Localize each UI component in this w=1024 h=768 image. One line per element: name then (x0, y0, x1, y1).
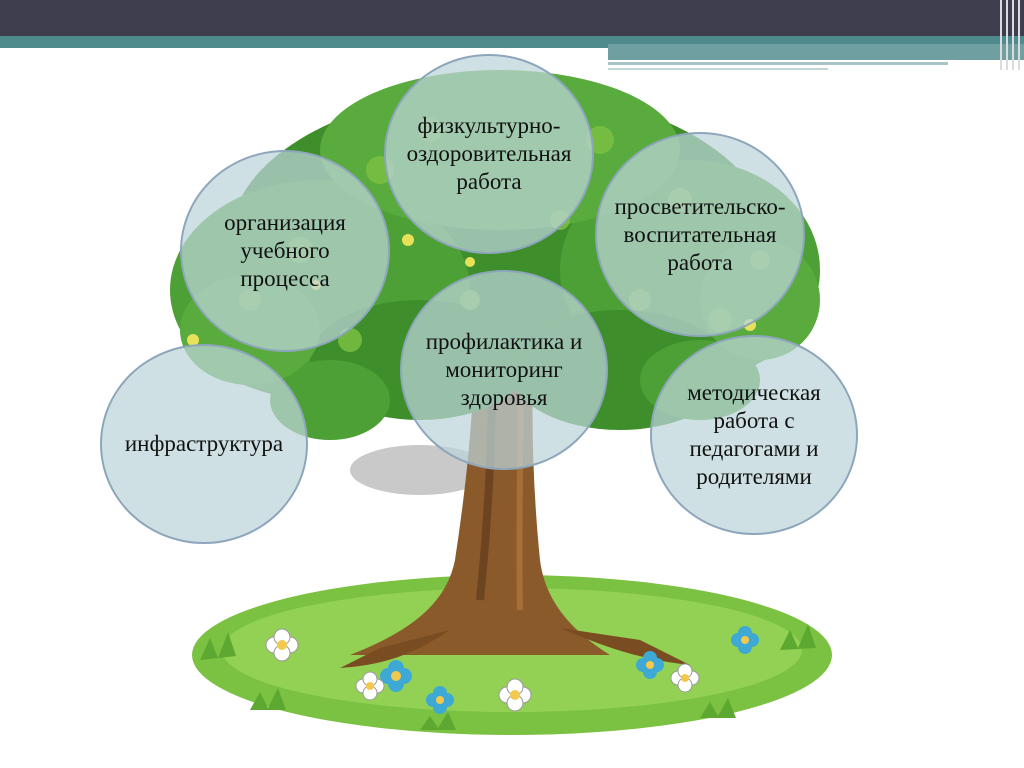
topic-label-methodical: методическая работа с педагогами и родит… (687, 380, 821, 489)
topic-circle-upbringing: просветительско- воспитательная работа (595, 132, 805, 337)
topic-circle-prevention: профилактика и мониторинг здоровья (400, 270, 608, 470)
topic-circle-sport: физкультурно- оздоровительная работа (384, 54, 594, 254)
header-accent-block (608, 44, 1024, 60)
topic-circle-education: организация учебного процесса (180, 150, 390, 352)
topic-label-infrastructure: инфраструктура (124, 431, 284, 456)
topic-circle-methodical: методическая работа с педагогами и родит… (650, 335, 858, 535)
tree-roots (340, 628, 690, 668)
topic-label-upbringing: просветительско- воспитательная работа (614, 193, 786, 275)
topic-label-sport: физкультурно- оздоровительная работа (406, 113, 572, 194)
header-accent-line-thin (608, 68, 828, 70)
topic-label-prevention: профилактика и мониторинг здоровья (425, 329, 583, 410)
topic-label-education: организация учебного процесса (224, 210, 346, 291)
grass-tufts (200, 624, 816, 730)
header-bar (0, 0, 1024, 36)
topic-circle-infrastructure: инфраструктура (100, 344, 308, 544)
header-accent-line (608, 62, 948, 65)
flowers (265, 626, 759, 714)
header-corner-stripes (996, 0, 1024, 70)
